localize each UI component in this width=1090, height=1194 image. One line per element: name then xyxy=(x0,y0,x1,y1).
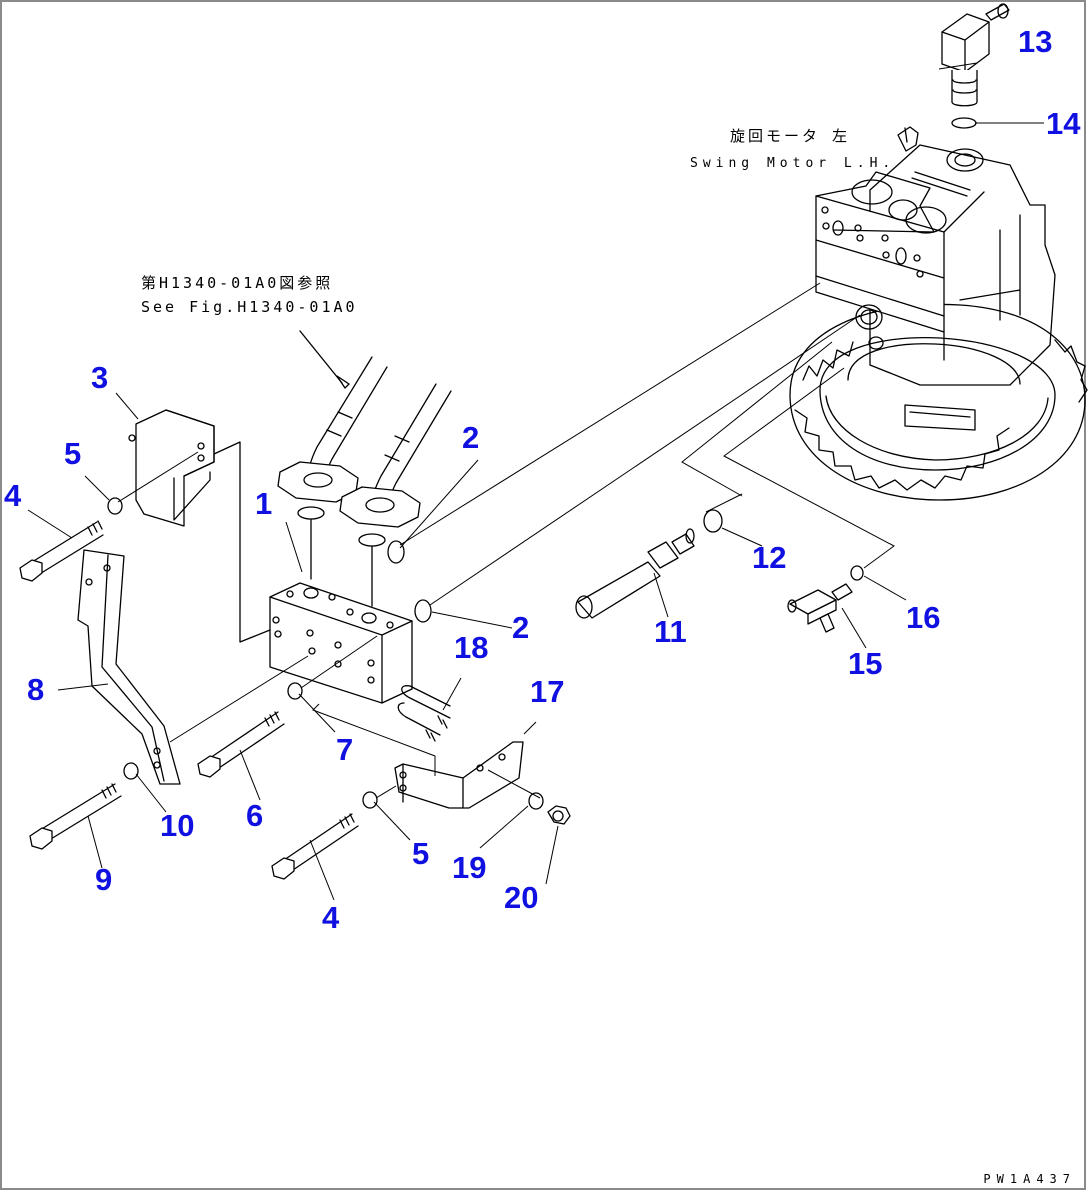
bolt-9 xyxy=(29,783,122,850)
nut-20 xyxy=(547,805,571,825)
reference-label-jp: 第H1340-01A0図参照 xyxy=(141,274,334,292)
callout-20: 20 xyxy=(504,880,539,915)
elbow-15 xyxy=(787,583,853,633)
valve-block-1 xyxy=(269,582,413,704)
callout-2-lower: 2 xyxy=(512,610,530,645)
callout-10: 10 xyxy=(160,808,195,843)
bolt-6 xyxy=(197,711,285,778)
callout-7: 7 xyxy=(336,732,354,767)
callout-19: 19 xyxy=(452,850,487,885)
drawing-number: PW1A437 xyxy=(983,1172,1076,1186)
bracket-8 xyxy=(77,549,181,785)
washer-19 xyxy=(528,792,544,810)
callout-11: 11 xyxy=(654,614,687,649)
o-ring-2-upper xyxy=(387,540,405,564)
leader-lines xyxy=(27,62,1044,901)
callout-2-upper: 2 xyxy=(462,420,480,455)
washer-7 xyxy=(287,682,303,700)
washer-10 xyxy=(123,762,139,780)
callout-6: 6 xyxy=(246,798,264,833)
hoses xyxy=(277,330,452,607)
callout-17: 17 xyxy=(530,674,565,709)
callout-13: 13 xyxy=(1018,24,1053,59)
callout-5-upper: 5 xyxy=(64,436,82,471)
callout-12: 12 xyxy=(752,540,787,575)
callout-14: 14 xyxy=(1046,106,1081,141)
callout-8: 8 xyxy=(27,672,45,707)
fitting-11 xyxy=(575,528,695,619)
o-ring-2-lower xyxy=(414,599,432,623)
swing-motor-label-en: Swing Motor L.H. xyxy=(690,156,896,171)
swing-motor-label-jp: 旋回モータ 左 xyxy=(730,127,851,145)
elbow-fitting-13 xyxy=(941,3,1010,107)
washer-5-lower xyxy=(362,791,378,809)
reference-label-en: See Fig.H1340-01A0 xyxy=(141,298,358,316)
callout-3: 3 xyxy=(91,360,109,395)
washer-5-upper xyxy=(107,497,123,515)
u-bolt-18 xyxy=(397,685,451,742)
callout-9: 9 xyxy=(95,862,113,897)
o-ring-14 xyxy=(951,117,977,129)
callout-1: 1 xyxy=(255,486,273,521)
bolt-4-lower xyxy=(271,813,359,880)
callout-15: 15 xyxy=(848,646,883,681)
callout-16: 16 xyxy=(906,600,941,635)
swing-motor xyxy=(789,126,1088,501)
bolt-4-upper xyxy=(19,520,104,582)
callout-4-lower: 4 xyxy=(322,900,340,935)
o-ring-16 xyxy=(850,565,864,581)
bracket-3 xyxy=(128,409,271,643)
bracket-17 xyxy=(394,741,524,809)
callout-4-upper: 4 xyxy=(4,478,22,513)
callout-18: 18 xyxy=(454,630,489,665)
callout-5-lower: 5 xyxy=(412,836,430,871)
o-ring-12 xyxy=(703,509,723,533)
